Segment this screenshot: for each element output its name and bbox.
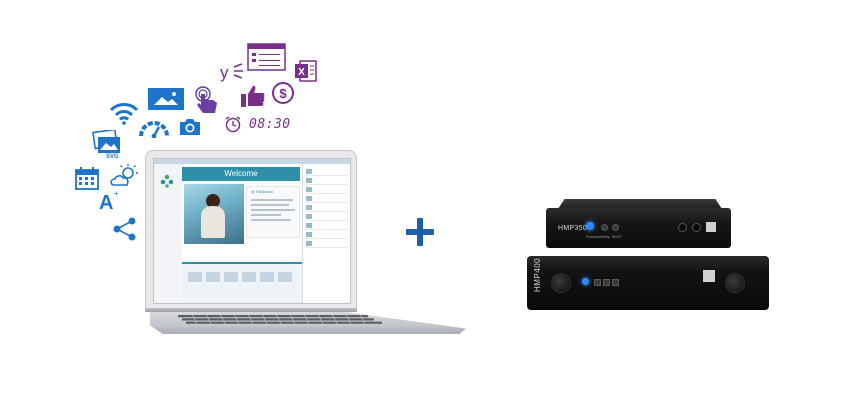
hmp350-model-label: HMP350 (558, 225, 588, 232)
status-led-icon (612, 279, 619, 286)
svg-text:X: X (298, 67, 305, 78)
app-preview-area: Welcome @ Thirdlandia (182, 164, 300, 260)
thumbs-up-icon (241, 85, 265, 107)
font-text-icon: A (99, 192, 114, 214)
calendar-icon (75, 167, 99, 190)
hmp350-media-player: HMP350 Power Activity Wi-Fi (546, 208, 731, 248)
excel-icon: X (295, 60, 317, 82)
image-icon (148, 88, 184, 110)
laptop-hinge (145, 308, 357, 312)
brand-logo-icon (703, 270, 715, 282)
touch-hand-icon (195, 86, 217, 113)
laptop-screen: Welcome @ Thirdlandia (145, 150, 357, 310)
alarm-clock-icon (225, 116, 241, 133)
reset-port-icon (678, 223, 687, 232)
hmp350-top-panel (558, 199, 722, 209)
digital-clock-text: 08:30 (249, 117, 291, 132)
svg-file-label: SVG (106, 154, 119, 160)
wifi-label: Wi-Fi (612, 234, 622, 239)
share-nodes-icon (113, 217, 136, 241)
gauge-icon (139, 121, 169, 138)
activity-label: Activity (597, 234, 610, 239)
app-timeline (182, 262, 302, 303)
photos-icon (92, 130, 120, 153)
brand-logo-icon (706, 222, 716, 232)
app-titlebar (154, 159, 350, 164)
status-led-icon (594, 279, 601, 286)
hmp400-model-label: HMP400 (533, 257, 542, 292)
svg-text:y: y (220, 63, 229, 82)
right-speaker-icon (725, 273, 745, 293)
font-sparkle-icon: + (114, 189, 119, 198)
child-photo (184, 184, 244, 244)
activity-led-icon (601, 224, 608, 231)
power-label: Power (586, 234, 598, 239)
hmp400-media-player: HMP400 (527, 256, 769, 310)
yammer-icon: y (220, 63, 243, 82)
power-led-icon (582, 278, 589, 285)
twitter-feed-card: @ Thirdlandia (246, 186, 300, 238)
app-logo-icon (160, 174, 174, 188)
form-document-icon (247, 43, 286, 71)
signage-software-screen: Welcome @ Thirdlandia (153, 158, 351, 304)
left-speaker-icon (551, 273, 571, 293)
laptop-keyboard (178, 314, 382, 326)
tweet-handle: @ Thirdlandia (251, 190, 273, 194)
audio-port-icon (692, 223, 701, 232)
plus-sign (406, 218, 434, 246)
camera-icon (180, 119, 200, 135)
svg-text:$: $ (279, 86, 287, 101)
app-playlist-panel (302, 164, 350, 303)
power-led-icon (586, 222, 594, 230)
status-led-icon (603, 279, 610, 286)
dollar-icon: $ (272, 82, 294, 104)
weather-icon (110, 164, 138, 186)
wifi-icon (109, 103, 139, 125)
wifi-led-icon (612, 224, 619, 231)
welcome-banner: Welcome (182, 167, 300, 181)
app-left-panel (154, 164, 182, 303)
